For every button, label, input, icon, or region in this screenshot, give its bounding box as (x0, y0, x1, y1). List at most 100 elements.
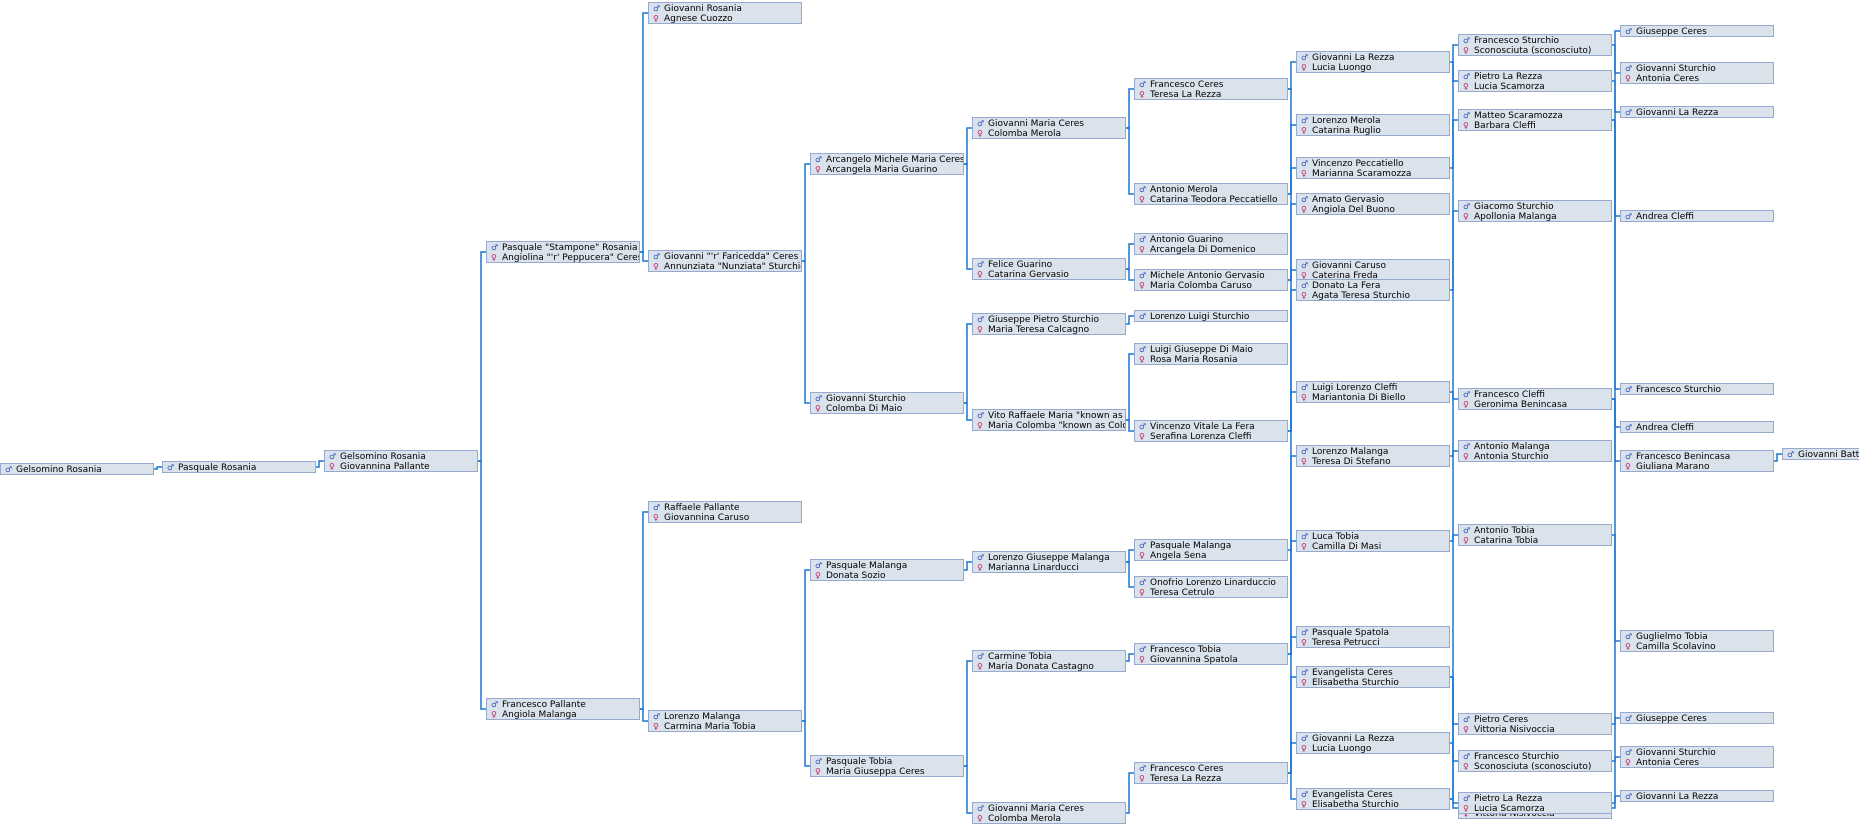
person-box[interactable]: ♂Francesco Ceres♀Teresa La Rezza (1134, 762, 1288, 784)
person-box[interactable]: ♂Lorenzo Merola♀Catarina Ruglio (1296, 114, 1450, 136)
female-icon: ♀ (653, 722, 659, 731)
female-row: ♀Camilla Scolavino (1625, 642, 1771, 651)
connector-line (1288, 203, 1296, 281)
connector-line (1126, 127, 1134, 195)
person-box[interactable]: ♂Francesco Ceres♀Teresa La Rezza (1134, 78, 1288, 100)
person-box[interactable]: ♂Giovanni Sturchio♀Antonia Ceres (1620, 62, 1774, 84)
person-box[interactable]: ♂Giovanni Maria Ceres♀Colomba Merola (972, 117, 1126, 139)
female-icon: ♀ (1463, 121, 1469, 130)
person-box[interactable]: ♂Francesco Sturchio (1620, 383, 1774, 395)
person-box[interactable]: ♂Francesco Benincasa♀Giuliana Marano (1620, 450, 1774, 472)
person-box[interactable]: ♂Giovanni Maria Ceres♀Colomba Merola (972, 802, 1126, 824)
female-row: ♀Catarina Tobia (1463, 536, 1609, 545)
connector-line (964, 765, 972, 814)
person-box[interactable]: ♂Giuseppe Ceres (1620, 712, 1774, 724)
person-box[interactable]: ♂Francesco Pallante♀Angiola Malanga (486, 698, 640, 720)
person-name: Lucia Luongo (1312, 63, 1372, 73)
person-box[interactable]: ♂Pasquale Malanga♀Angela Sena (1134, 539, 1288, 561)
person-box[interactable]: ♂Lorenzo Malanga♀Teresa Di Stefano (1296, 445, 1450, 467)
person-box[interactable]: ♂Francesco Cleffi♀Geronima Benincasa (1458, 388, 1612, 410)
female-icon: ♀ (653, 14, 659, 23)
person-box[interactable]: ♂Giovanni La Rezza (1620, 790, 1774, 802)
person-box[interactable]: ♂Vincenzo Peccatiello♀Marianna Scaramozz… (1296, 157, 1450, 179)
person-box[interactable]: ♂Luigi Giuseppe Di Maio♀Rosa Maria Rosan… (1134, 343, 1288, 365)
male-icon: ♂ (1625, 452, 1633, 461)
person-box[interactable]: ♂Raffaele Pallante♀Giovannina Caruso (648, 501, 802, 523)
female-row: ♀Teresa La Rezza (1139, 90, 1285, 99)
male-row: ♂Antonio Malanga (1463, 442, 1609, 452)
person-box[interactable]: ♂Lorenzo Malanga♀Carmina Maria Tobia (648, 710, 802, 732)
person-box[interactable]: ♂Lorenzo Luigi Sturchio (1134, 310, 1288, 322)
person-box[interactable]: ♂Evangelista Ceres♀Elisabetha Sturchio (1296, 788, 1450, 810)
person-box[interactable]: ♂Francesco Sturchio♀Sconosciuta (sconosc… (1458, 34, 1612, 56)
person-name: Arcangelo Michele Maria Ceres (826, 155, 964, 165)
person-box[interactable]: ♂Pasquale Rosania (162, 461, 316, 473)
person-box[interactable]: ♂Giacomo Sturchio♀Apollonia Malanga (1458, 200, 1612, 222)
person-box[interactable]: ♂Giovanni "'r' Faricedda" Ceres♀Annunzia… (648, 250, 802, 272)
male-row: ♂Pasquale Rosania (167, 463, 313, 472)
person-box[interactable]: ♂Pasquale "Stampone" Rosania♀Angiolina "… (486, 241, 640, 263)
person-box[interactable]: ♂Andrea Cleffi (1620, 421, 1774, 433)
person-box[interactable]: ♂Francesco Sturchio♀Sconosciuta (sconosc… (1458, 750, 1612, 772)
male-row: ♂Evangelista Ceres (1301, 790, 1447, 800)
person-box[interactable]: ♂Michele Antonio Gervasio♀Maria Colomba … (1134, 269, 1288, 291)
person-box[interactable]: ♂Gelsomino Rosania (0, 463, 154, 475)
person-box[interactable]: ♂Luca Tobia♀Camilla Di Masi (1296, 530, 1450, 552)
person-box[interactable]: ♂Carmine Tobia♀Maria Donata Castagno (972, 650, 1126, 672)
person-box[interactable]: ♂Luigi Lorenzo Cleffi♀Mariantonia Di Bie… (1296, 381, 1450, 403)
person-box[interactable]: ♂Pietro Ceres♀Vittoria Nisivoccia (1458, 713, 1612, 735)
person-box[interactable]: ♂Felice Guarino♀Catarina Gervasio (972, 258, 1126, 280)
male-row: ♂Giovanni "'r' Faricedda" Ceres (653, 252, 799, 262)
female-row: ♀Teresa Cetrulo (1139, 588, 1285, 597)
person-box[interactable]: ♂Antonio Tobia♀Catarina Tobia (1458, 524, 1612, 546)
person-box[interactable]: ♂Vito Raffaele Maria "known as Raffaele"… (972, 409, 1126, 431)
connector-line (1612, 795, 1620, 804)
female-row: ♀Elisabetha Sturchio (1301, 800, 1447, 809)
person-box[interactable]: ♂Evangelista Ceres♀Elisabetha Sturchio (1296, 666, 1450, 688)
person-box[interactable]: ♂Andrea Cleffi (1620, 210, 1774, 222)
connector-line (1126, 653, 1134, 662)
person-box[interactable]: ♂Giovanni Battista Benincasa (1782, 448, 1859, 460)
person-name: Agata Teresa Sturchio (1312, 291, 1411, 301)
person-box[interactable]: ♂Giovanni Sturchio♀Antonia Ceres (1620, 746, 1774, 768)
person-box[interactable]: ♂Giovanni Caruso♀Caterina Freda (1296, 259, 1450, 281)
female-row: ♀Maria Colomba "known as Colomba" La Fer… (977, 421, 1125, 430)
person-box[interactable]: ♂Pasquale Malanga♀Donata Sozio (810, 559, 964, 581)
person-box[interactable]: ♂Giovanni Rosania♀Agnese Cuozzo (648, 2, 802, 24)
person-box[interactable]: ♂Giuseppe Pietro Sturchio♀Maria Teresa C… (972, 313, 1126, 335)
person-box[interactable]: ♂Pietro La Rezza♀Lucia Scamorza (1458, 70, 1612, 92)
male-icon: ♂ (1625, 64, 1633, 73)
male-row: ♂Francesco Benincasa (1625, 452, 1771, 462)
person-box[interactable]: ♂Amato Gervasio♀Angiola Del Buono (1296, 193, 1450, 215)
person-box[interactable]: ♂Giovanni La Rezza♀Lucia Luongo (1296, 732, 1450, 754)
person-name: Donato La Fera (1312, 281, 1381, 291)
male-row: ♂Giovanni Sturchio (1625, 748, 1771, 758)
person-box[interactable]: ♂Gelsomino Rosania♀Giovannina Pallante (324, 450, 478, 472)
person-box[interactable]: ♂Francesco Tobia♀Giovannina Spatola (1134, 643, 1288, 665)
person-box[interactable]: ♂Antonio Guarino♀Arcangela Di Domenico (1134, 233, 1288, 255)
person-box[interactable]: ♂Onofrio Lorenzo Linarduccio♀Teresa Cetr… (1134, 576, 1288, 598)
person-name: Andrea Cleffi (1636, 423, 1695, 433)
female-row: ♀Teresa Di Stefano (1301, 457, 1447, 466)
female-row: ♀Geronima Benincasa (1463, 400, 1609, 409)
person-box[interactable]: ♂Matteo Scaramozza♀Barbara Cleffi (1458, 109, 1612, 131)
person-box[interactable]: ♂Giovanni Sturchio♀Colomba Di Maio (810, 392, 964, 414)
connector-line (1288, 742, 1296, 774)
person-box[interactable]: ♂Giuseppe Ceres (1620, 25, 1774, 37)
person-box[interactable]: ♂Donato La Fera♀Agata Teresa Sturchio (1296, 279, 1450, 301)
person-box[interactable]: ♂Arcangelo Michele Maria Ceres♀Arcangela… (810, 153, 964, 175)
person-box[interactable]: ♂Antonio Merola♀Catarina Teodora Peccati… (1134, 183, 1288, 205)
person-box[interactable]: ♂Pasquale Spatola♀Teresa Petrucci (1296, 626, 1450, 648)
male-row: ♂Gelsomino Rosania (5, 465, 151, 474)
person-box[interactable]: ♂Vincenzo Vitale La Fera♀Serafina Lorenz… (1134, 420, 1288, 442)
person-box[interactable]: ♂Giovanni La Rezza♀Lucia Luongo (1296, 51, 1450, 73)
person-box[interactable]: ♂Pasquale Tobia♀Maria Giuseppa Ceres (810, 755, 964, 777)
person-box[interactable]: ♂Guglielmo Tobia♀Camilla Scolavino (1620, 630, 1774, 652)
person-box[interactable]: ♂Antonio Malanga♀Antonia Sturchio (1458, 440, 1612, 462)
male-row: ♂Francesco Ceres (1139, 80, 1285, 90)
person-box[interactable]: ♂Pietro La Rezza♀Lucia Scamorza (1458, 792, 1612, 814)
person-box[interactable]: ♂Giovanni La Rezza (1620, 106, 1774, 118)
male-icon: ♂ (815, 561, 823, 570)
person-box[interactable]: ♂Lorenzo Giuseppe Malanga♀Marianna Linar… (972, 551, 1126, 573)
female-row: ♀Maria Donata Castagno (977, 662, 1123, 671)
